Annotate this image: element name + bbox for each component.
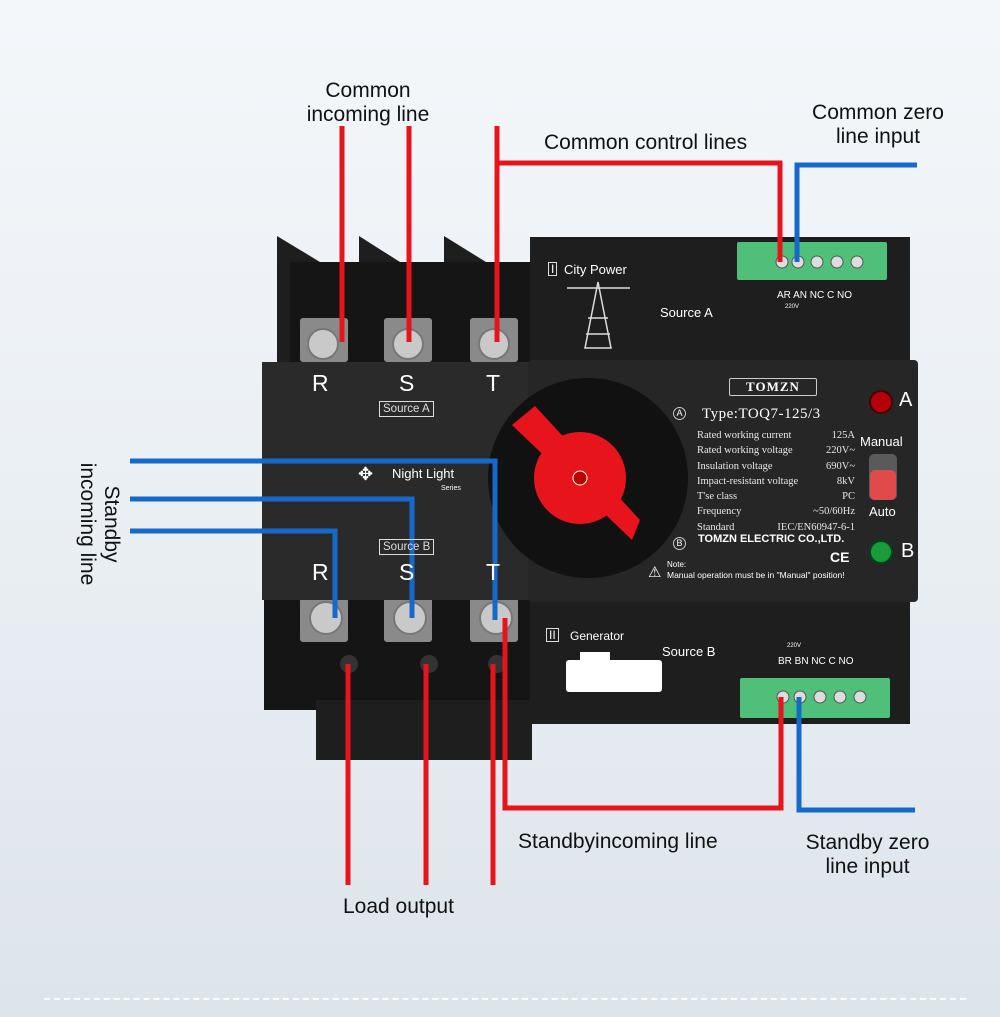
top-volt-label: 220V xyxy=(785,304,800,310)
maker-label: TOMZN ELECTRIC CO.,LTD. xyxy=(698,533,845,545)
roman-i: I xyxy=(548,262,558,276)
spec-row: Insulation voltage 690V~ xyxy=(697,459,855,474)
spec-row: Frequency ~50/60Hz xyxy=(697,504,855,519)
spec-name: Insulation voltage xyxy=(697,460,773,472)
city-power-label: City Power xyxy=(564,262,627,277)
wire-standby-t xyxy=(130,458,498,620)
spec-name: Rated working voltage xyxy=(697,445,793,457)
label-standby-zero-l2: line input xyxy=(825,855,910,878)
label-standby-incoming-vertical: Standby incoming line xyxy=(75,449,123,599)
manual-auto-switch[interactable] xyxy=(869,454,897,500)
spec-name: Impact-resistant voltage xyxy=(697,475,799,487)
top-terminal-labels: AR AN NC C NO xyxy=(777,290,853,301)
wire-standby-r xyxy=(130,528,338,618)
position-b-mark: B xyxy=(673,537,686,550)
label-standby-zero: Standby zero line input xyxy=(790,831,945,879)
indicator-a-label: A xyxy=(899,389,913,411)
spec-name: Rated working current xyxy=(697,430,792,441)
label-load-output: Load output xyxy=(343,895,454,918)
phase-s-bottom: S xyxy=(399,559,415,585)
label-standby-v-l1: Standby xyxy=(100,485,123,563)
spec-name: Standard xyxy=(697,521,735,533)
label-standby-v-l2: incoming line xyxy=(76,462,99,586)
indicator-a-lamp xyxy=(869,390,893,414)
spec-name: Frequency xyxy=(697,506,742,518)
top-control-terminal xyxy=(737,242,887,280)
wire-standby-zero xyxy=(796,697,915,813)
spec-row: T'se class PC xyxy=(697,489,855,504)
bottom-volt-label: 220V xyxy=(787,643,802,649)
label-standby-incoming-bottom: Standbyincoming line xyxy=(518,830,718,853)
ce-mark: CE xyxy=(830,549,850,565)
bottom-control-terminal xyxy=(740,678,890,718)
note-label: Note: xyxy=(667,560,687,569)
spec-row: Standard IEC/EN60947-6-1 xyxy=(697,520,855,535)
source-b-label: Source B xyxy=(662,644,716,659)
label-common-zero: Common zero line input xyxy=(798,101,958,149)
wire-common-zero xyxy=(794,162,917,262)
brand-badge: TOMZN xyxy=(729,378,817,396)
spec-value: 220V~ xyxy=(825,445,855,457)
auto-label: Auto xyxy=(869,504,896,519)
source-b-box: Source B xyxy=(379,539,435,555)
spec-name: T'se class xyxy=(697,491,738,503)
label-common-zero-l1: Common zero xyxy=(812,101,944,124)
type-label: Type:TOQ7-125/3 xyxy=(702,406,821,422)
wire-common-control xyxy=(497,160,783,262)
wire-standby-s xyxy=(130,496,415,618)
generator-label: Generator xyxy=(570,629,625,643)
spec-row: Impact-resistant voltage 8kV xyxy=(697,474,855,489)
rotary-handle[interactable] xyxy=(512,406,640,540)
phase-r-top: R xyxy=(312,370,329,396)
note-text: Manual operation must be in "Manual" pos… xyxy=(667,570,845,580)
spec-table: Rated working current 125A Rated working … xyxy=(697,428,855,535)
spec-value: PC xyxy=(842,491,855,503)
source-a-box: Source A xyxy=(379,401,434,417)
indicator-b-label: B xyxy=(901,540,915,562)
phase-r-bottom: R xyxy=(312,559,329,585)
label-common-control: Common control lines xyxy=(544,131,748,154)
series-label: Series xyxy=(441,485,461,492)
footer-divider xyxy=(44,998,966,1000)
spec-value: 690V~ xyxy=(825,460,855,472)
phase-t-top: T xyxy=(486,370,501,396)
source-a-label: Source A xyxy=(660,305,713,320)
spec-value: ~50/60Hz xyxy=(813,506,855,518)
indicator-b-lamp xyxy=(869,540,893,564)
spec-row: Rated working current 125A xyxy=(697,428,855,443)
spec-value: IEC/EN60947-6-1 xyxy=(777,521,855,533)
spec-value: 125A xyxy=(831,430,855,441)
manual-label: Manual xyxy=(860,434,903,449)
spec-value: 8kV xyxy=(836,475,855,487)
phase-t-bottom: T xyxy=(486,559,501,585)
warning-icon: ⚠ xyxy=(648,564,662,581)
label-common-incoming-l1: Common xyxy=(325,79,411,102)
generator-icon xyxy=(566,652,662,692)
label-common-zero-l2: line input xyxy=(835,125,921,148)
bottom-terminal-labels: BR BN NC C NO xyxy=(778,656,854,667)
power-tower-icon xyxy=(567,281,630,349)
label-standby-zero-l1: Standby zero xyxy=(805,831,930,854)
wire-standby-control xyxy=(502,618,784,811)
upper-terminal-block xyxy=(277,236,530,362)
night-light-label: Night Light xyxy=(392,466,455,481)
wires xyxy=(130,126,917,885)
label-common-incoming-l2: incoming line xyxy=(306,103,430,126)
phase-s-top: S xyxy=(399,370,415,396)
spec-row: Rated working voltage 220V~ xyxy=(697,443,855,458)
label-common-incoming: Common incoming line xyxy=(293,79,443,127)
roman-ii: II xyxy=(546,628,559,642)
night-light-logo-icon: ✥ xyxy=(358,464,374,484)
position-a-mark: A xyxy=(673,407,686,420)
